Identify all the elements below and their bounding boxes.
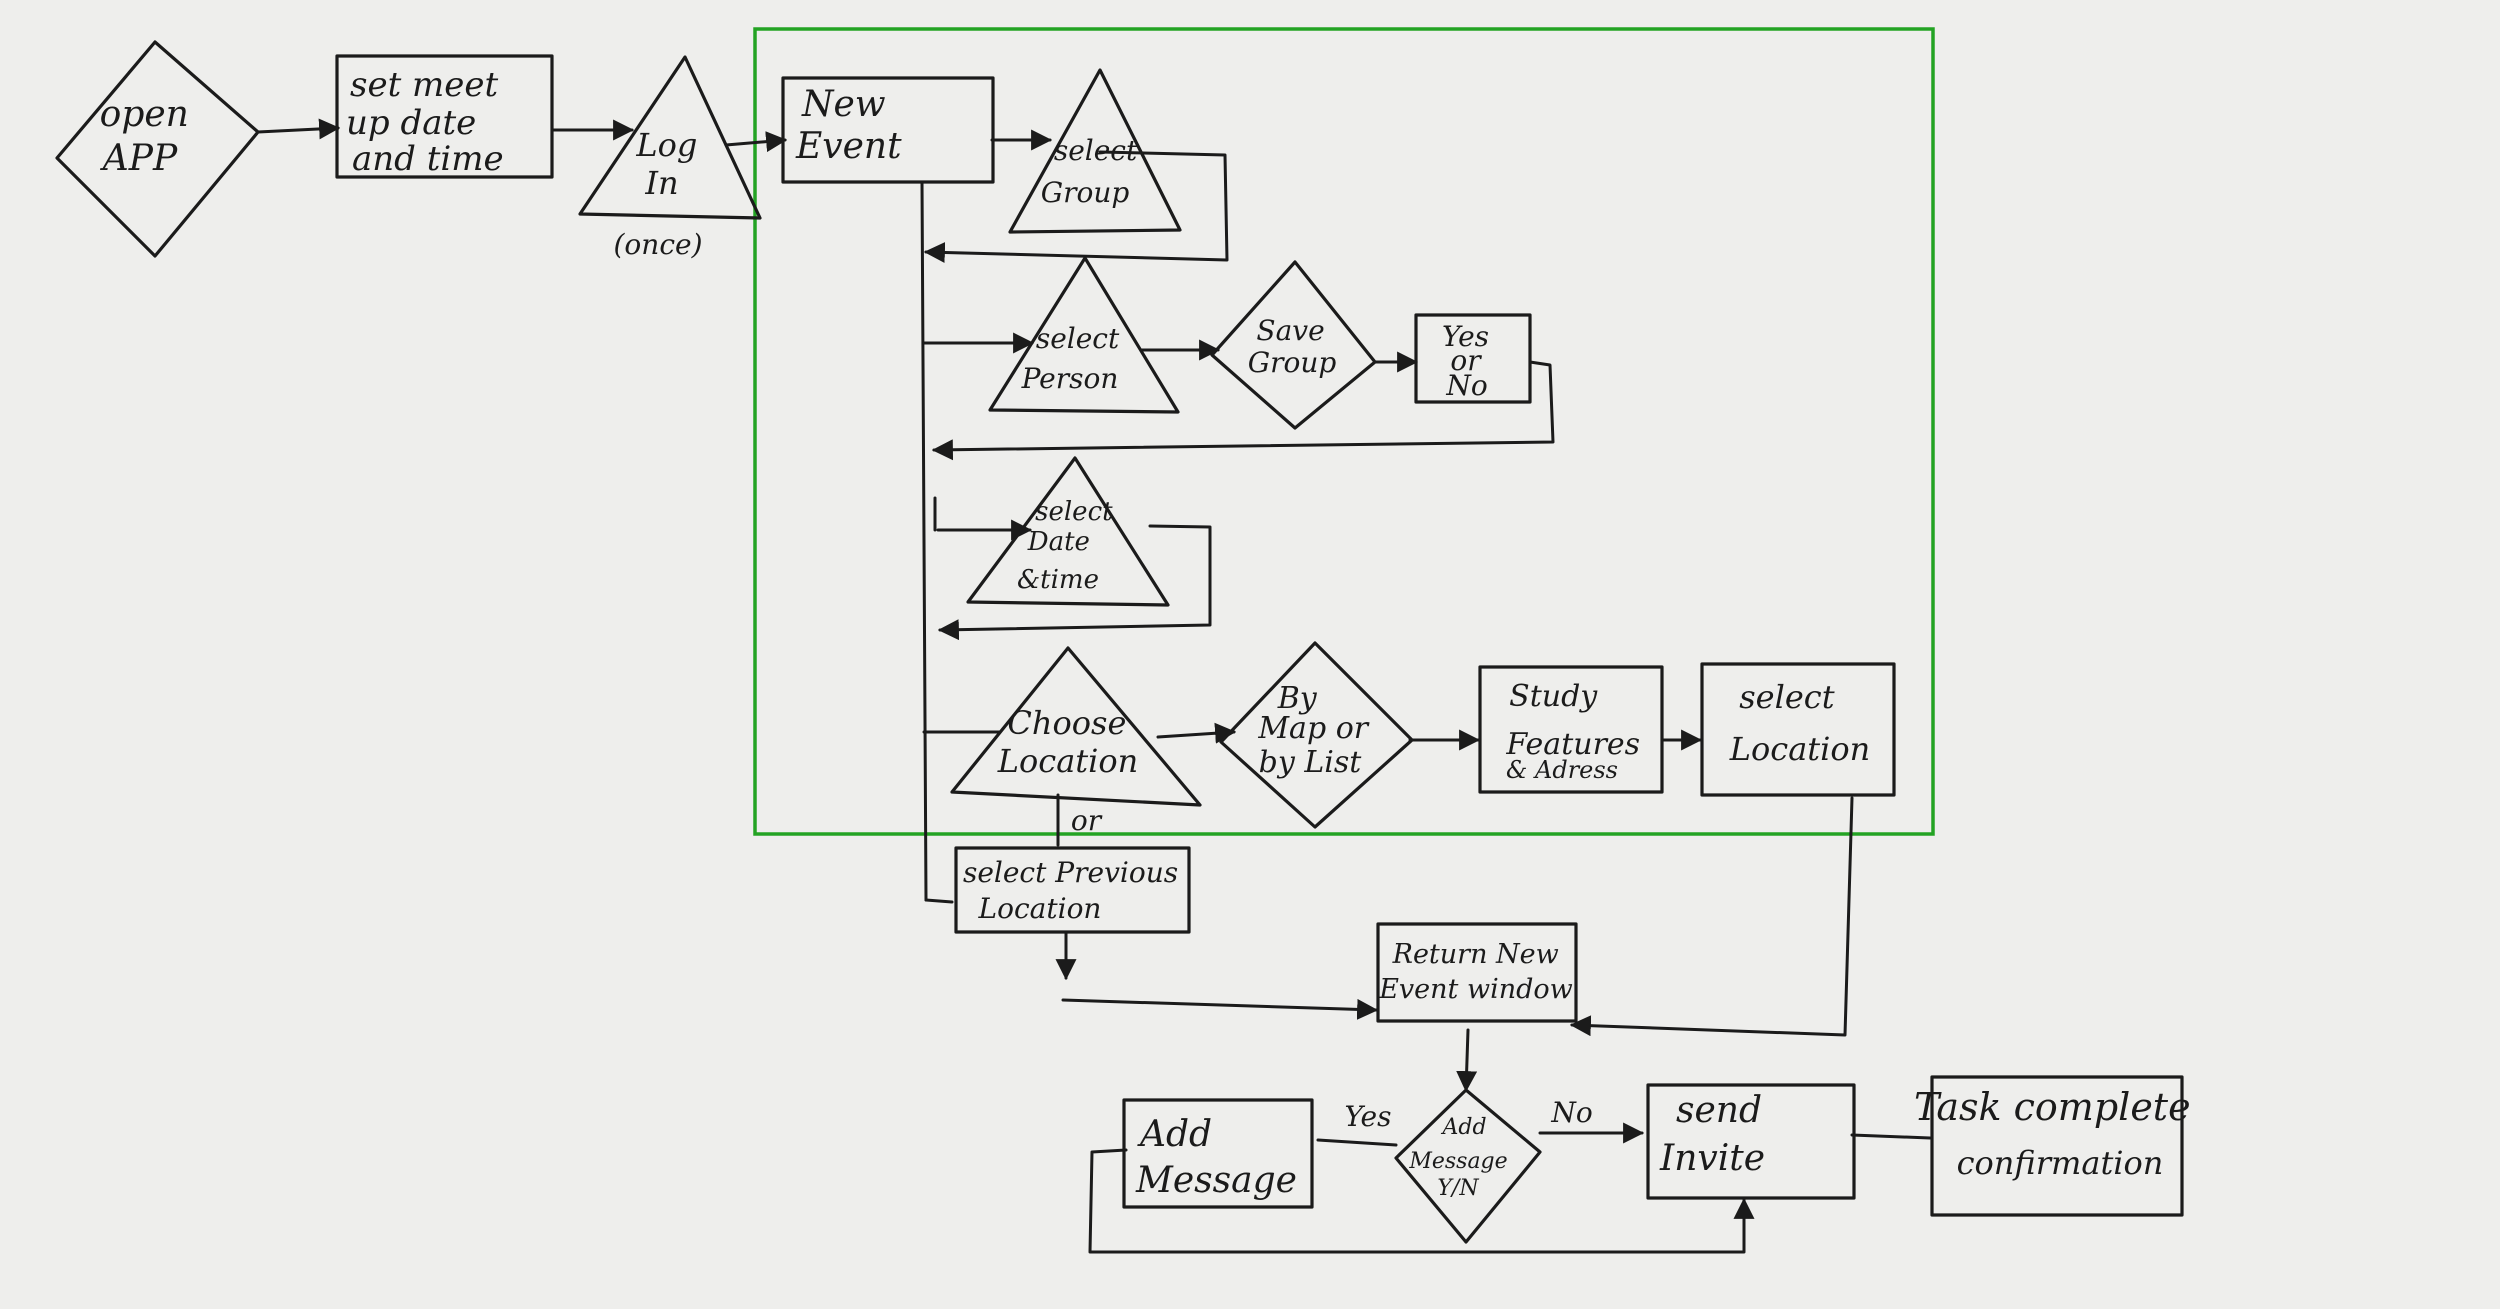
spine-bottom-stub: [924, 898, 954, 904]
save-group-diamond: [1210, 260, 1377, 430]
loop-save-group: [931, 360, 1555, 461]
log-in-triangle: [578, 55, 762, 220]
select-group-triangle: [1008, 68, 1182, 234]
open-app-diamond: [55, 40, 260, 258]
new-event-box: [781, 76, 995, 184]
line-send-to-confirm: [1850, 1133, 1932, 1140]
add-message-box: [1122, 1098, 1314, 1209]
date-time-label: select Date &time: [1017, 497, 1121, 595]
loop-add-message-to-send: [1088, 1148, 1755, 1254]
main-spine: [920, 180, 928, 902]
add-message-label: Add Message: [1135, 1114, 1297, 1201]
return-new-event-label: Return New Event window: [1378, 939, 1573, 1005]
choose-location-label: Choose Location: [997, 704, 1138, 780]
no-label: No: [1550, 1096, 1592, 1129]
study-features-label: Study Features & Adress: [1505, 679, 1649, 784]
labels: open APP set meet up date and time Log I…: [100, 65, 2202, 1201]
choose-location-triangle: [950, 646, 1202, 807]
select-person-label: select Person: [1021, 322, 1129, 395]
arrow-to-return-left: [1061, 998, 1379, 1020]
select-group-label: select Group: [1041, 134, 1146, 209]
date-time-triangle: [966, 456, 1170, 607]
line-yes-to-add-message: [1316, 1138, 1398, 1147]
select-previous-box: [954, 846, 1191, 934]
select-previous-label: select Previous Location: [963, 856, 1187, 925]
return-new-event-box: [1376, 922, 1578, 1023]
task-complete-label: Task complete confirmation: [1914, 1085, 2202, 1182]
set-meet-box: [335, 54, 554, 179]
loop-select-group: [923, 150, 1229, 263]
yes-or-no-box: [1414, 313, 1532, 404]
connectors: [256, 118, 1932, 1254]
arrow-select-location-to-return: [1569, 796, 1854, 1037]
arrow-open-to-setmeet: [256, 118, 341, 140]
arrow-return-to-addmsg: [1456, 1028, 1478, 1093]
new-event-label: New Event: [795, 84, 902, 167]
yes-label: Yes: [1345, 1100, 1392, 1133]
send-invite-label: send Invite: [1659, 1090, 1773, 1179]
once-label: (once): [614, 228, 703, 261]
highlight-frame: [753, 27, 1935, 836]
add-message-yn-label: Add Message Y/N: [1408, 1115, 1514, 1201]
select-location-box: [1700, 662, 1896, 797]
select-person-triangle: [988, 256, 1180, 414]
arrow-login-to-newevent: [724, 131, 788, 153]
log-in-label: Log In: [635, 126, 707, 202]
task-complete-box: [1930, 1075, 2184, 1217]
save-group-label: Save Group: [1248, 314, 1337, 379]
add-message-yn-diamond: [1394, 1088, 1542, 1244]
arrow-location-to-map: [1156, 722, 1237, 744]
map-or-list-label: By Map or by List: [1257, 681, 1377, 780]
send-invite-box: [1646, 1083, 1856, 1200]
loop-date-time: [937, 524, 1212, 641]
yes-or-no-label: Yes or No: [1442, 320, 1498, 402]
map-or-list-diamond: [1219, 641, 1414, 829]
or-label: or: [1071, 804, 1103, 837]
select-location-label: select Location: [1729, 678, 1870, 768]
set-meet-label: set meet up date and time: [346, 65, 509, 179]
shapes: [55, 40, 2184, 1244]
study-features-box: [1478, 665, 1664, 794]
open-app-label: open APP: [100, 94, 201, 179]
